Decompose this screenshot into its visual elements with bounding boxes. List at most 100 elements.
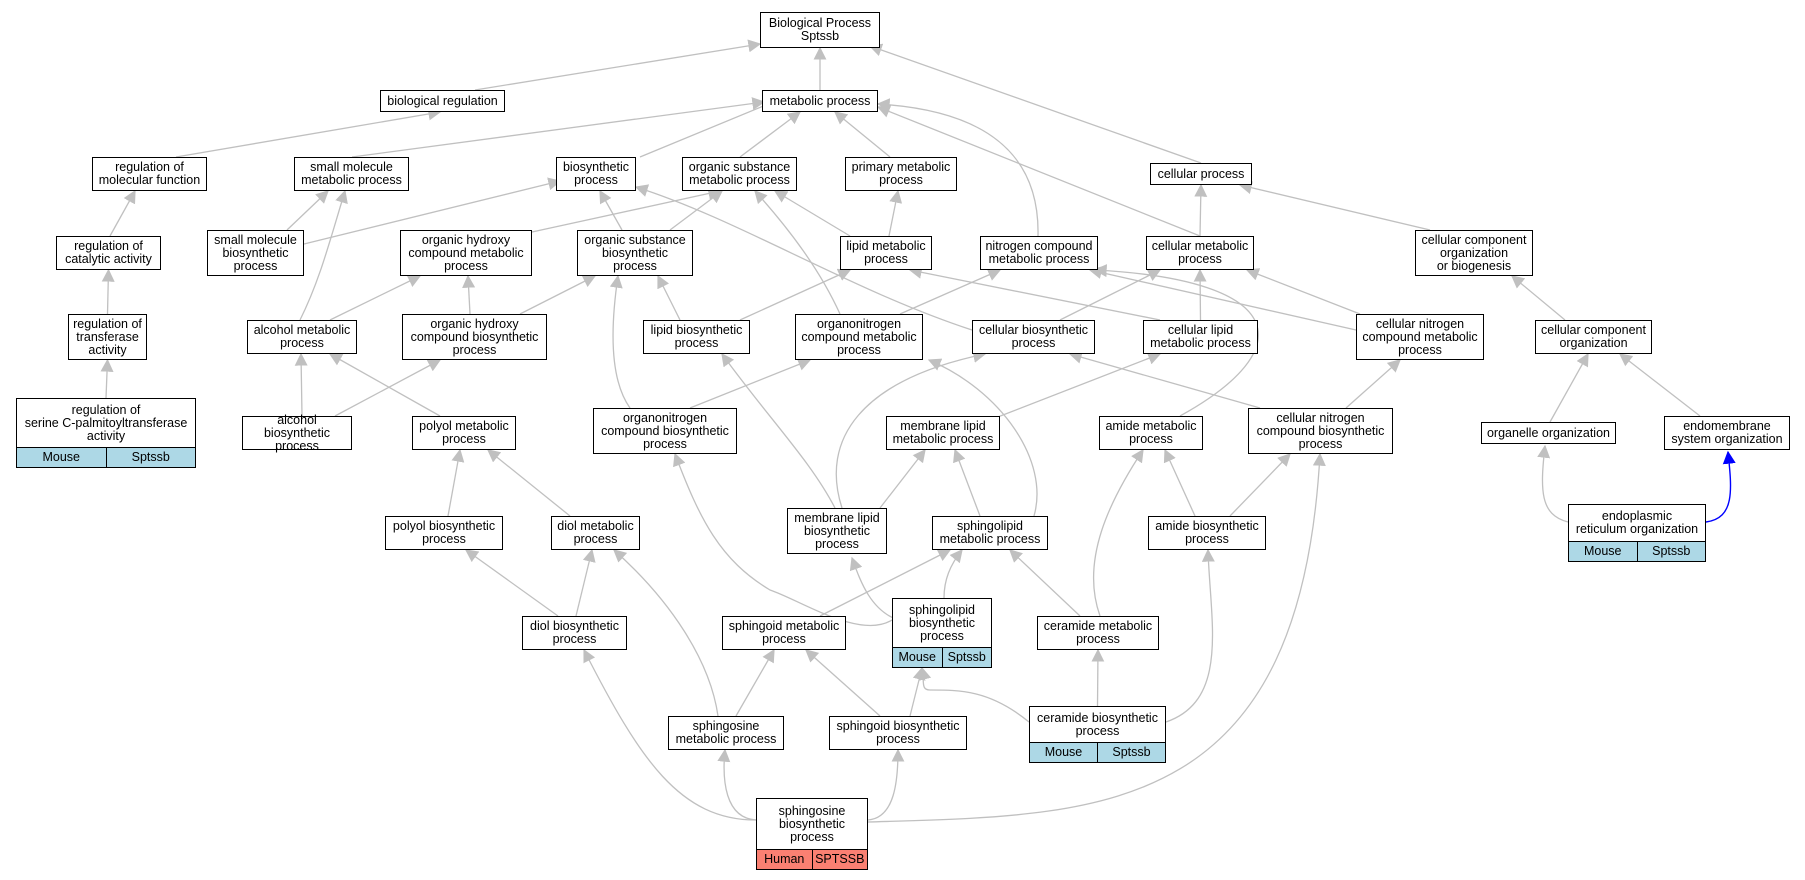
node-label: organonitrogen compound metabolic proces… [801, 316, 917, 357]
node-orgsubbio: organic substance biosynthetic process [577, 230, 693, 276]
annotation-row: Mouse Sptssb [1030, 742, 1165, 762]
edge-erorg-to-endomem [1705, 450, 1736, 523]
edge-celllipid-to-lipidmet [908, 265, 1161, 321]
node-label: ceramide metabolic process [1043, 619, 1153, 646]
edge-cerbio-to-cermet [1091, 648, 1105, 707]
edge-lipidmet-to-primary [888, 189, 903, 237]
annotation-species: Mouse [1044, 745, 1083, 759]
annotation-species: Mouse [1583, 544, 1622, 558]
edge-memlipbio-to-lipidbio [721, 352, 836, 509]
edge-smallbio-to-smallmol [286, 190, 329, 231]
node-amidemet: amide metabolic process [1099, 416, 1203, 450]
node-label: regulation of molecular function [98, 160, 201, 187]
node-lipidbio: lipid biosynthetic process [643, 320, 750, 354]
node-label: sphingosine metabolic process [675, 719, 777, 746]
node-label: organic substance metabolic process [688, 160, 791, 187]
node-orghydbio: organic hydroxy compound biosynthetic pr… [402, 314, 547, 360]
node-diolbio: diol biosynthetic process [522, 616, 627, 650]
node-orghydmet: organic hydroxy compound metabolic proce… [400, 230, 532, 276]
node-ccorgbio: cellular component organization or bioge… [1415, 230, 1533, 276]
node-label: diol metabolic process [557, 519, 634, 546]
edge-alcbio-to-orghydbio [334, 359, 442, 417]
node-ccorg: cellular component organization [1535, 320, 1652, 354]
edge-ccorg-to-ccorgbio [1510, 275, 1566, 321]
edge-memlipbio-to-memlipmet [879, 448, 926, 509]
annotation-row: Mouse Sptssb [1569, 541, 1705, 561]
node-label: regulation of transferase activity [73, 316, 142, 357]
node-label: lipid metabolic process [846, 239, 926, 266]
node-orgnitmet: organonitrogen compound metabolic proces… [795, 314, 923, 360]
node-orgsub: organic substance metabolic process [682, 157, 797, 191]
node-sphoidbio: sphingoid biosynthetic process [829, 716, 967, 750]
edge-cellbio-to-biosyn [634, 184, 973, 331]
node-regserine: regulation of serine C-palmitoyltransfer… [16, 398, 196, 468]
edge-sphosbio-to-sphosmet [717, 748, 757, 821]
node-label: endoplasmic reticulum organization [1575, 509, 1699, 536]
edge-sphoidmet-to-sphlipmet [819, 549, 952, 617]
node-cellmet: cellular metabolic process [1146, 236, 1254, 270]
edge-amidebio-to-cellnitbio [1229, 453, 1291, 517]
node-regcat: regulation of catalytic activity [56, 236, 161, 270]
edge-smallbio-to-biosyn [303, 177, 562, 245]
edge-memlipmet-to-celllipid [989, 352, 1162, 421]
edge-erorg-to-organelle [1537, 444, 1569, 523]
edge-polyolmet-to-alcmet [328, 353, 441, 417]
node-diolmet: diol metabolic process [551, 516, 640, 550]
node-label: cellular lipid metabolic process [1150, 323, 1251, 350]
edge-orgsubbio-to-biosyn [599, 189, 623, 231]
edge-cellmet-to-cellproc [1194, 183, 1208, 237]
node-label: membrane lipid metabolic process [892, 419, 994, 446]
annotation-row: Human SPTSSB [757, 849, 867, 869]
node-organelle: organelle organization [1481, 422, 1616, 444]
node-label: cellular component organization or bioge… [1421, 232, 1527, 273]
node-label: small molecule metabolic process [301, 160, 402, 187]
node-alcbio: alcohol biosynthetic process [242, 413, 352, 452]
node-cellproc: cellular process [1150, 163, 1252, 185]
node-label: organelle organization [1486, 425, 1610, 440]
node-root: Biological Process Sptssb [760, 12, 880, 48]
node-cellnitmet: cellular nitrogen compound metabolic pro… [1356, 314, 1484, 360]
edge-cellnitbio-to-cellbio [1068, 350, 1261, 409]
edge-sphosbio-to-cellnitbio [867, 452, 1326, 823]
edge-sphosmet-to-sphoidmet [735, 648, 775, 717]
node-smallbio: small molecule biosynthetic process [207, 230, 304, 276]
edge-cermet-to-sphlipmet [1009, 549, 1081, 617]
node-label: cellular biosynthetic process [978, 323, 1089, 350]
annotation-gene: Sptssb [1636, 542, 1706, 561]
node-polyolmet: polyol metabolic process [412, 416, 516, 450]
node-regtrans: regulation of transferase activity [68, 314, 147, 360]
node-label: cellular nitrogen compound metabolic pro… [1362, 316, 1478, 357]
edge-sphlipmet-to-orgnitmet [927, 358, 1038, 517]
annotation-gene: Sptssb [1097, 743, 1165, 762]
annotation-gene: SPTSSB [811, 850, 868, 869]
edge-cellproc-to-root [868, 43, 1202, 164]
edge-orgnitmet-to-orgsub [754, 190, 841, 315]
node-lipidmet: lipid metabolic process [840, 236, 932, 270]
node-label: small molecule biosynthetic process [214, 232, 297, 273]
annotation-species: Mouse [42, 450, 81, 464]
edge-cellnitbio-to-cellnitmet [1345, 359, 1401, 409]
edge-orgnitbio-to-orgsubbio [609, 274, 631, 409]
node-memlipbio: membrane lipid biosynthetic process [787, 508, 887, 554]
node-cermet: ceramide metabolic process [1037, 616, 1159, 650]
edge-regmol-to-bioreg [175, 107, 442, 158]
node-label: metabolic process [769, 93, 871, 108]
edge-biosyn-to-metab [639, 98, 780, 158]
node-label: lipid biosynthetic process [650, 323, 743, 350]
node-label: ceramide biosynthetic process [1037, 710, 1158, 738]
node-label: alcohol metabolic process [253, 323, 351, 350]
node-label: sphingosine biosynthetic process [778, 803, 846, 844]
annotation-species: Human [764, 852, 805, 866]
edge-cellbio-to-cellmet [1059, 269, 1162, 321]
edge-lipidbio-to-orgsubbio [657, 274, 681, 321]
edge-orghydbio-to-orgsubbio [519, 275, 597, 315]
edge-sphlipbio-to-memlipbio [849, 556, 899, 621]
edge-alcmet-to-orghydmet [329, 275, 422, 321]
edge-cellnitmet-to-cellmet [1245, 268, 1361, 315]
node-endomem: endomembrane system organization [1664, 416, 1790, 450]
node-celllipid: cellular lipid metabolic process [1143, 320, 1258, 354]
node-sphlipmet: sphingolipid metabolic process [932, 516, 1048, 550]
node-label: sphingoid metabolic process [728, 619, 840, 646]
